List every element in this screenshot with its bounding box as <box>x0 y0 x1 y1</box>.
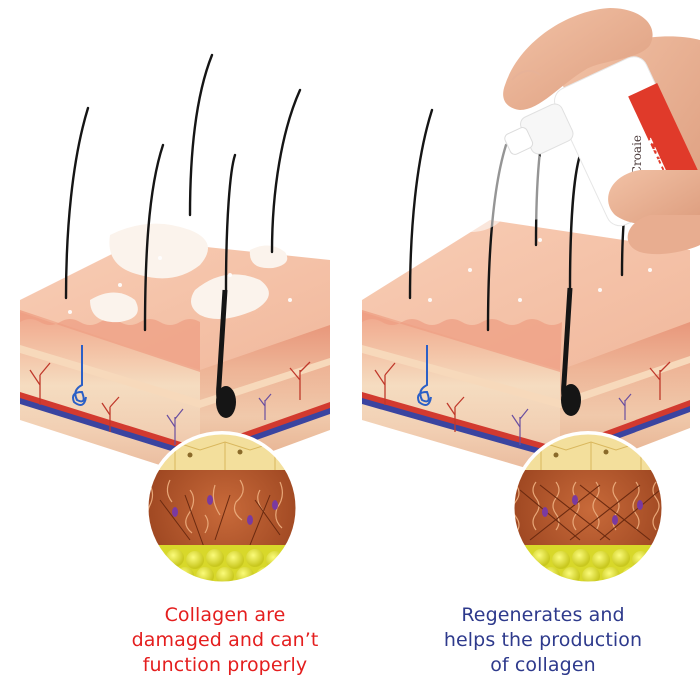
damage-patch <box>191 274 269 319</box>
caption-line: helps the production <box>443 629 643 651</box>
caption-line: Collagen are <box>164 604 286 626</box>
hair-strands <box>64 53 302 332</box>
damaged-collagen-caption: Collagen are damaged and can’t function … <box>90 603 360 678</box>
damage-patch <box>109 223 208 279</box>
hand-holding-spray-bottle: VIT Croaie <box>503 8 700 255</box>
caption-line: function properly <box>142 654 308 676</box>
damaged-skin-block <box>20 53 330 478</box>
spray-mist <box>435 140 560 232</box>
caption-line: damaged and can’t <box>131 629 319 651</box>
bottle-brand: Croaie <box>630 135 644 175</box>
regenerated-collagen-caption: Regenerates and helps the production of … <box>408 603 678 678</box>
damage-patch <box>249 245 288 269</box>
caption-line: Regenerates and <box>461 604 625 626</box>
caption-line: of collagen <box>490 654 596 676</box>
damage-patch <box>90 292 138 323</box>
